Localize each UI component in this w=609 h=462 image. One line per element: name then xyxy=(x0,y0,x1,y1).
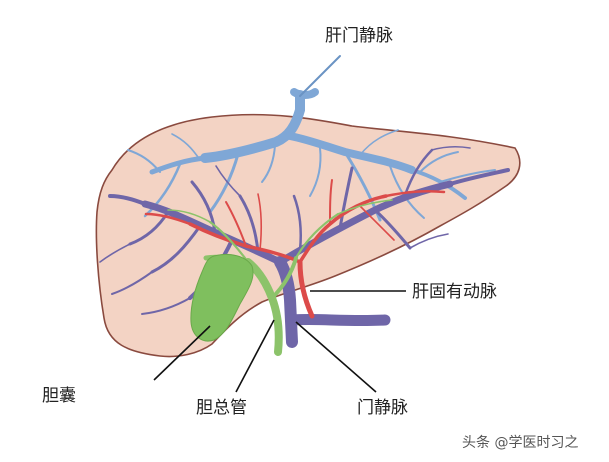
label-hepatic-artery: 肝固有动脉 xyxy=(412,282,497,302)
label-hepatic-vein: 肝门静脉 xyxy=(325,26,393,46)
leader-gallbladder xyxy=(153,325,211,381)
label-portal-vein: 门静脉 xyxy=(357,398,408,418)
hepatic-vein-pointer xyxy=(299,55,341,97)
label-gallbladder: 胆囊 xyxy=(42,386,76,406)
label-common-bile-duct: 胆总管 xyxy=(196,398,247,418)
hepatic-artery-tree xyxy=(144,179,446,319)
watermark: 头条 @学医时习之 xyxy=(462,435,579,451)
leader-portal-vein xyxy=(295,321,377,393)
gallbladder xyxy=(190,253,254,342)
leader-lines xyxy=(153,290,406,393)
leader-common-bile-duct xyxy=(235,319,275,393)
